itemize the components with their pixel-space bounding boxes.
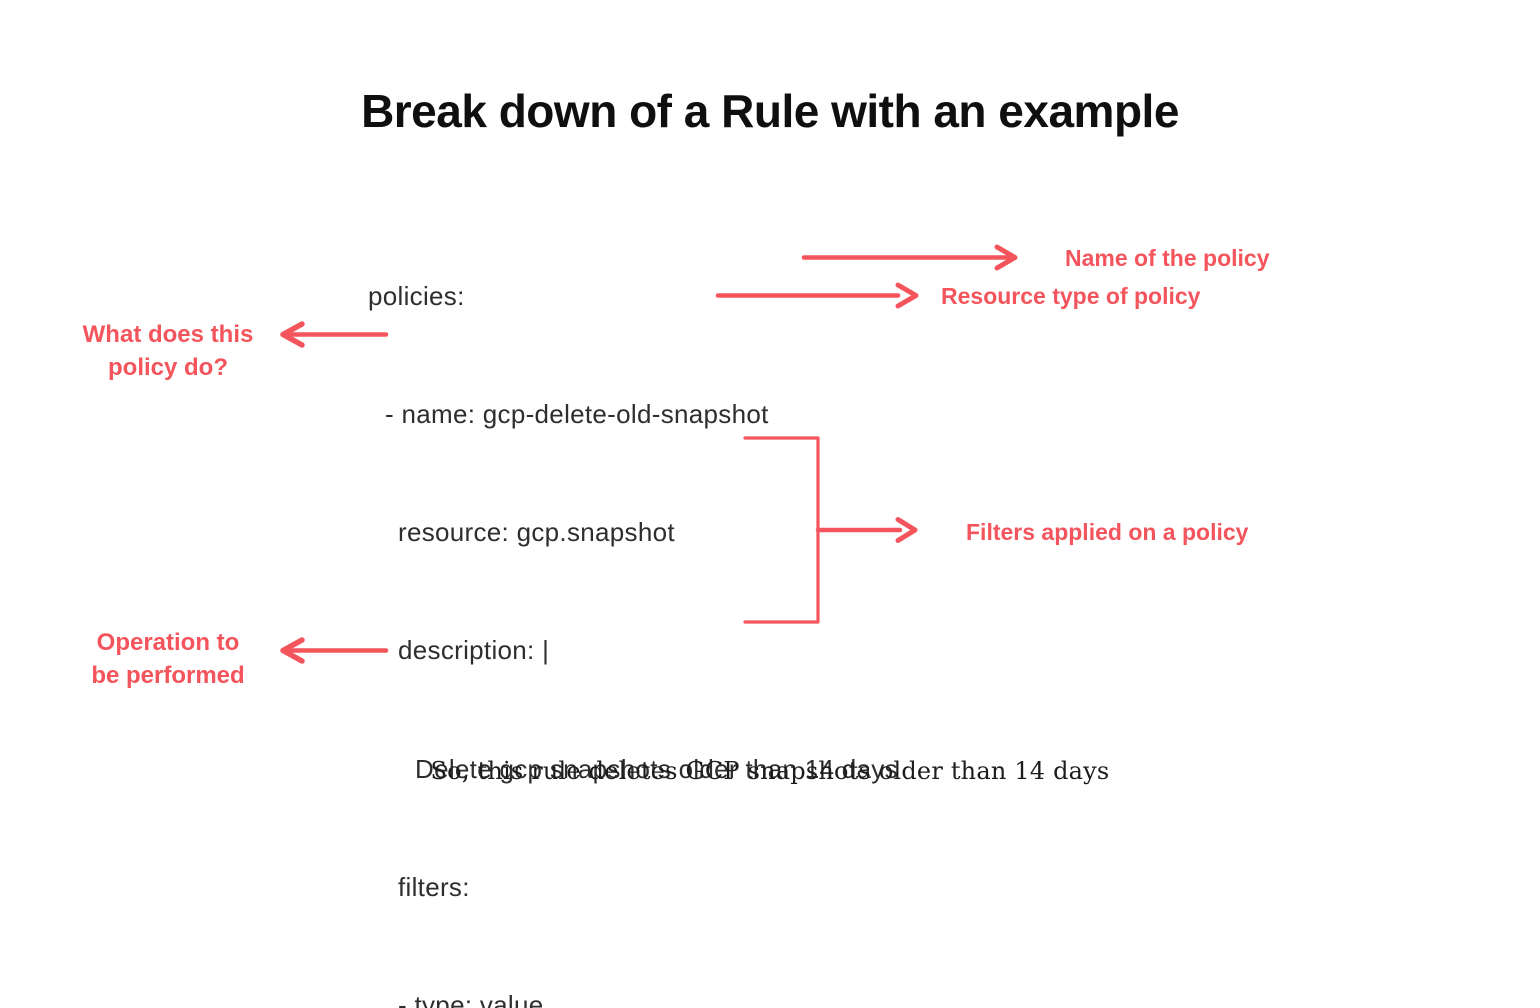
arrow-left-icon (280, 637, 389, 664)
annotation-line: What does this (82, 321, 254, 348)
arrow-left-icon (280, 321, 389, 348)
summary-caption: So, this rule deletes GCP snapshots olde… (430, 757, 1110, 785)
annotation-name-of-policy: Name of the policy (1065, 245, 1270, 271)
annotation-what-does-policy-do: What does this policy do? (18, 318, 318, 384)
arrow-right-icon (715, 282, 919, 309)
filters-bracket-arrow-icon (743, 436, 918, 624)
code-line: resource: gcp.snapshot (398, 517, 675, 548)
code-line: policies: (368, 280, 465, 311)
yaml-code-block: policies: - name: gcp-delete-old-snapsho… (368, 198, 898, 1008)
code-line: description: | (398, 635, 550, 666)
annotation-operation-to-be-performed: Operation to be performed (18, 626, 318, 692)
annotation-filters-applied: Filters applied on a policy (966, 519, 1249, 545)
page-title: Break down of a Rule with an example (361, 85, 1179, 137)
annotation-line: Operation to (96, 629, 240, 656)
arrow-right-icon (801, 244, 1018, 271)
code-line: - name: gcp-delete-old-snapshot (385, 399, 769, 430)
annotation-line: be performed (91, 662, 245, 689)
annotation-line: policy do? (108, 354, 228, 381)
code-line: filters: (398, 871, 470, 902)
code-line: - type: value (398, 990, 544, 1008)
code-line: Delete gcp snapshots older than 14 days (415, 753, 898, 784)
annotation-resource-type: Resource type of policy (941, 283, 1201, 309)
